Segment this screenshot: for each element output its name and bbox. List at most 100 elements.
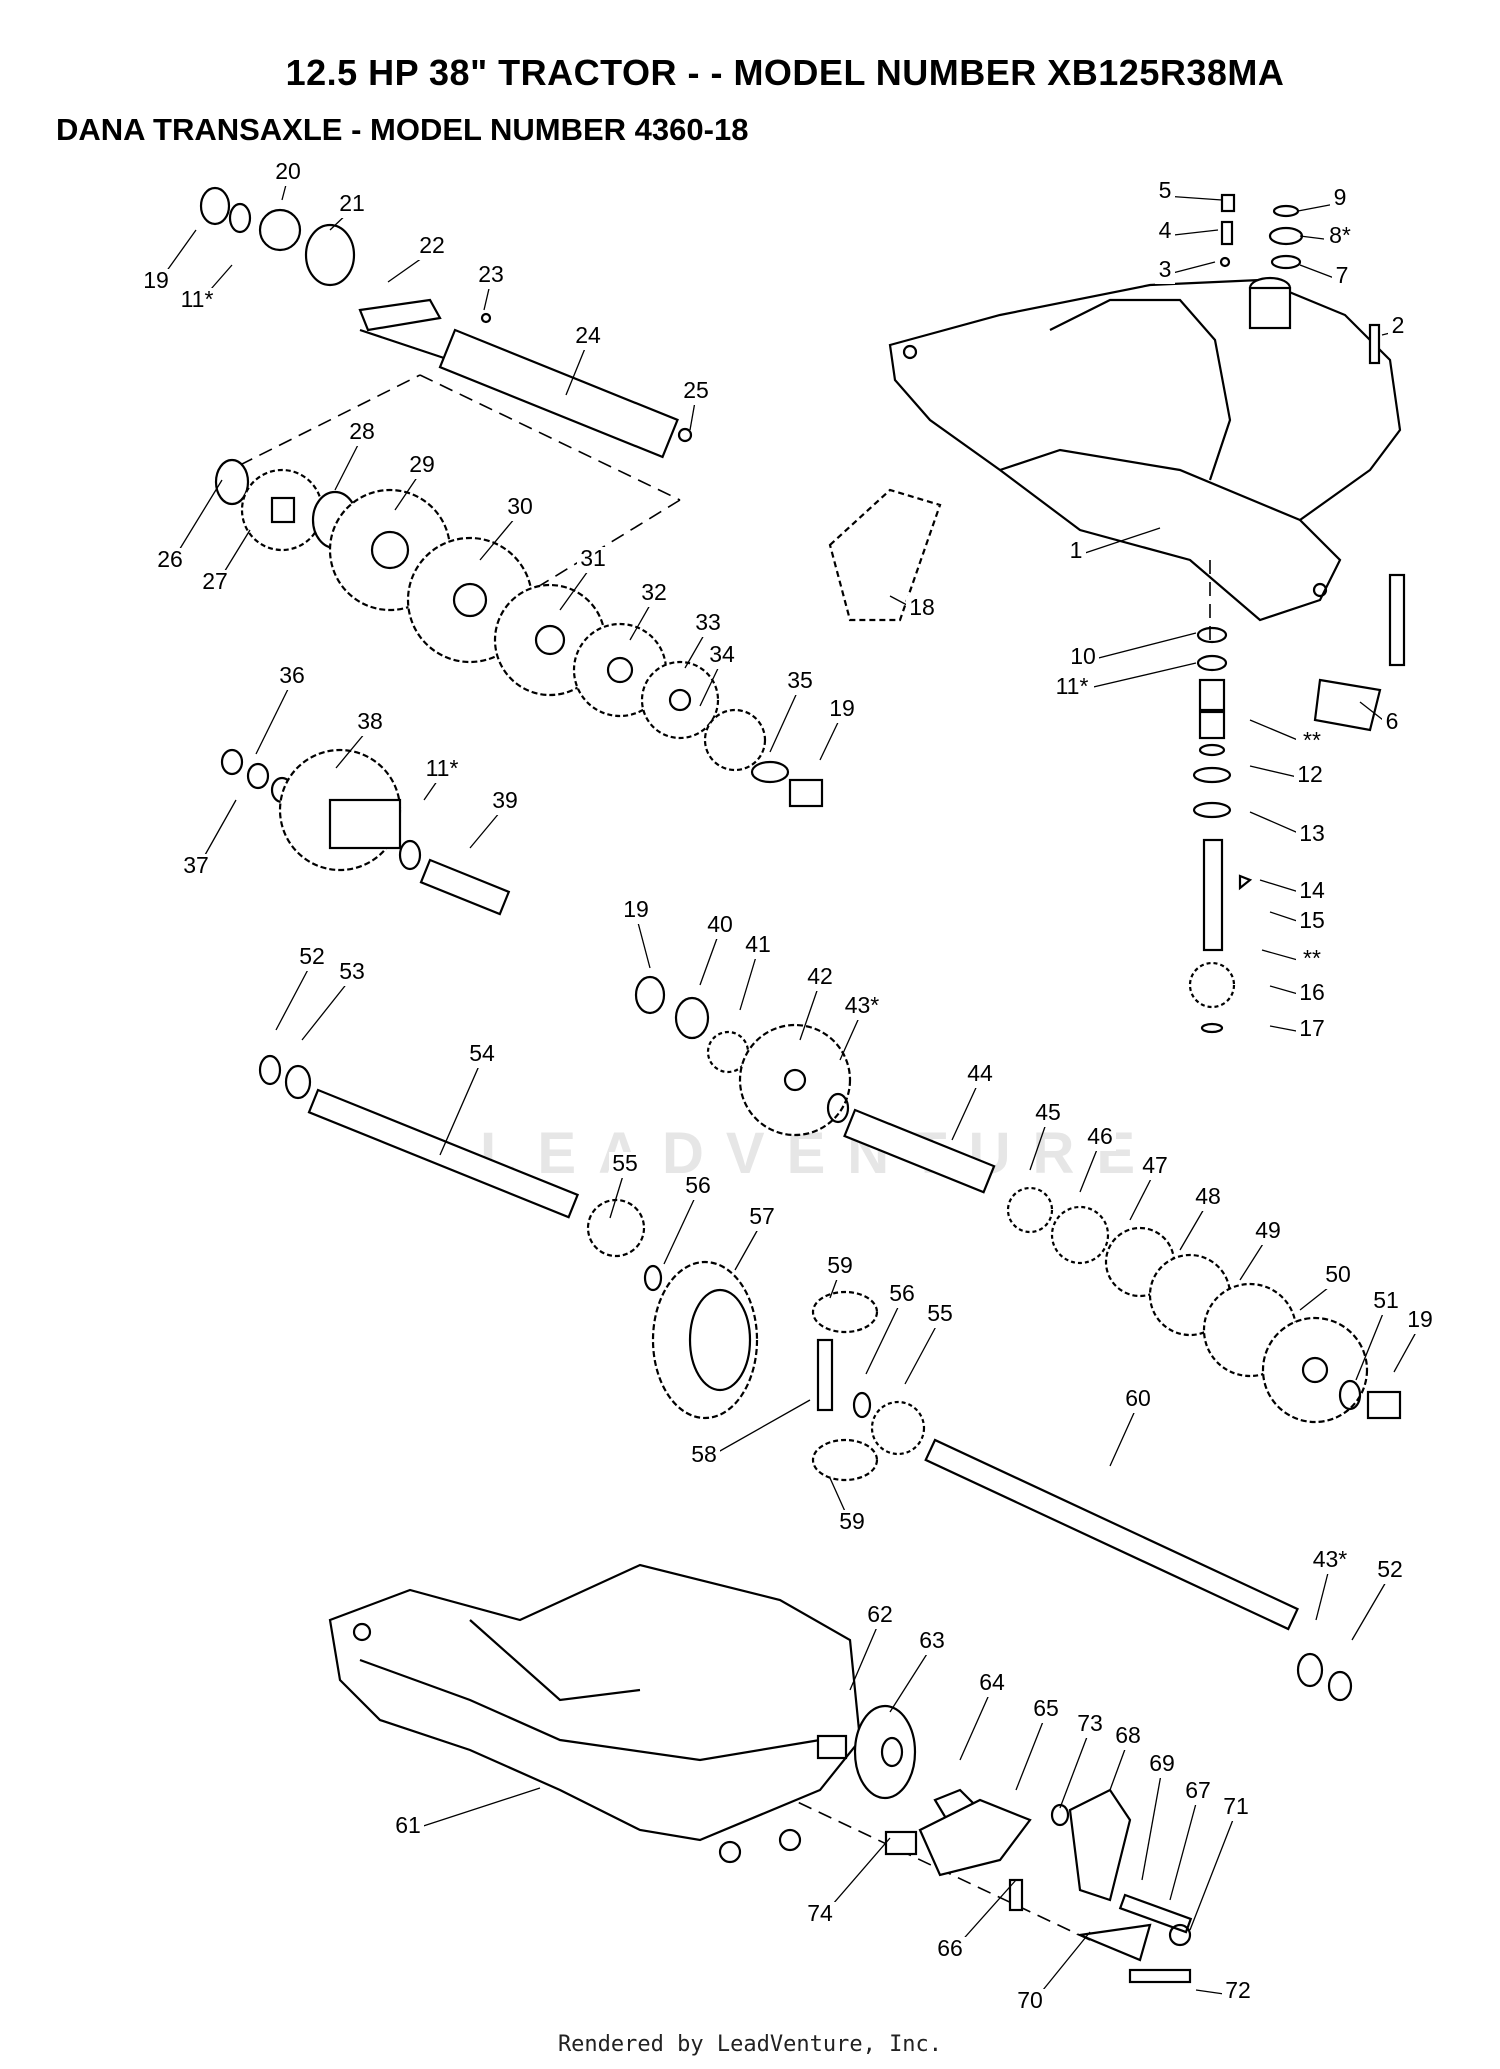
callout-label-bg xyxy=(620,898,652,924)
callout-16: 16 xyxy=(1269,979,1328,1007)
callout-label: 35 xyxy=(787,667,813,693)
callout-leader xyxy=(275,961,313,1031)
callout-label: 60 xyxy=(1125,1385,1151,1411)
callout-label-bg xyxy=(784,669,816,695)
callout-54: 54 xyxy=(439,1040,498,1156)
callout-label-bg xyxy=(1296,822,1328,848)
callout-label-bg xyxy=(1050,675,1094,701)
callout-label: 32 xyxy=(641,579,667,605)
callout-leader xyxy=(1189,1811,1237,1931)
callout-label-bg xyxy=(1330,186,1350,212)
callout-label-bg xyxy=(924,1302,956,1328)
callout-label-bg xyxy=(682,1174,714,1200)
callout-label: 7 xyxy=(1336,262,1349,288)
callout-label-bg xyxy=(392,1814,424,1840)
callout-label-bg xyxy=(1296,909,1328,935)
callout-label: 47 xyxy=(1142,1152,1168,1178)
callout-71: 71 xyxy=(1189,1793,1252,1931)
callout-label: 12 xyxy=(1297,761,1323,787)
callout-leader xyxy=(301,976,353,1041)
callout-label-bg xyxy=(1296,947,1328,973)
callout-39: 39 xyxy=(469,787,521,849)
callout-label-bg xyxy=(1155,258,1175,284)
page-subtitle: DANA TRANSAXLE - MODEL NUMBER 4360-18 xyxy=(56,112,749,147)
callout-35: 35 xyxy=(769,667,816,753)
callout-label-bg xyxy=(1222,1979,1254,2005)
callout-50: 50 xyxy=(1299,1261,1354,1311)
callout-label: 34 xyxy=(709,641,735,667)
callout-leader xyxy=(439,1058,483,1156)
callout-label: 44 xyxy=(967,1060,993,1086)
callout-label: ** xyxy=(1303,945,1321,971)
callout-63: 63 xyxy=(889,1627,948,1713)
callout-label-bg xyxy=(175,288,219,314)
callout-44: 44 xyxy=(951,1060,996,1141)
callout-label: 49 xyxy=(1255,1217,1281,1243)
callout-36: 36 xyxy=(255,662,308,755)
callout-label: 11* xyxy=(426,755,459,781)
callout-label-bg xyxy=(140,269,172,295)
callout-17: 17 xyxy=(1269,1015,1328,1043)
callout-62: 62 xyxy=(849,1601,896,1691)
axle-left xyxy=(258,1054,663,1292)
callout-label: 72 xyxy=(1225,1977,1251,2003)
callout-leader xyxy=(1355,1305,1387,1381)
callout-label: 15 xyxy=(1299,907,1325,933)
callout-6: 6 xyxy=(1359,701,1402,736)
callout-label: 21 xyxy=(339,190,365,216)
callout-starstar: ** xyxy=(1249,719,1328,755)
callout-66: 66 xyxy=(934,1879,1017,1963)
callout-label: 42 xyxy=(807,963,833,989)
callout-10: 10 xyxy=(1067,632,1197,671)
callout-label-bg xyxy=(934,1937,966,1963)
callout-label: 55 xyxy=(612,1150,638,1176)
callout-label-bg xyxy=(1220,1795,1252,1821)
callout-leader xyxy=(1059,1728,1091,1809)
callout-label-bg xyxy=(1296,981,1328,1007)
callout-label: 71 xyxy=(1223,1793,1249,1819)
callout-layer: 12345678*91011*11*11*12131415****1617181… xyxy=(140,158,1436,2015)
callout-label-bg xyxy=(1067,645,1099,671)
callout-label: 52 xyxy=(1377,1556,1403,1582)
callout-label: 37 xyxy=(183,852,209,878)
callout-label: 63 xyxy=(919,1627,945,1653)
callout-label: 53 xyxy=(339,958,365,984)
callout-label: 62 xyxy=(867,1601,893,1627)
callout-label-bg xyxy=(1296,879,1328,905)
callout-label-bg xyxy=(346,420,378,446)
callout-label: 3 xyxy=(1159,256,1172,282)
callout-59: 59 xyxy=(824,1252,856,1299)
callout-11star: 11* xyxy=(175,264,233,314)
callout-53: 53 xyxy=(301,958,368,1041)
callout-31: 31 xyxy=(559,545,609,611)
callout-label-bg xyxy=(336,960,368,986)
callout-label: 39 xyxy=(492,787,518,813)
callout-label-bg xyxy=(906,596,938,622)
callout-label-bg xyxy=(1122,1387,1154,1413)
callout-label: 1 xyxy=(1070,537,1083,563)
callout-52: 52 xyxy=(1351,1556,1406,1641)
callout-label: 6 xyxy=(1386,708,1399,734)
callout-20: 20 xyxy=(272,158,304,201)
callout-label-bg xyxy=(489,789,521,815)
callout-label: 26 xyxy=(157,546,183,572)
callout-label-bg xyxy=(1388,314,1408,340)
rendered-by-footer: Rendered by LeadVenture, Inc. xyxy=(557,2032,943,2057)
callout-label: 11* xyxy=(1056,673,1089,699)
callout-label-bg xyxy=(1084,1125,1116,1151)
callout-label-bg xyxy=(1155,179,1175,205)
callout-27: 27 xyxy=(199,529,251,596)
pinion-group xyxy=(1188,573,1406,1034)
callout-leader xyxy=(904,1318,941,1385)
callout-46: 46 xyxy=(1079,1123,1116,1193)
shaft-24-group xyxy=(199,186,693,459)
callout-label-bg xyxy=(406,453,438,479)
callout-label-bg xyxy=(1066,539,1086,565)
callout-64: 64 xyxy=(959,1669,1008,1761)
gear-row-lower xyxy=(1006,1186,1402,1424)
callout-label: 19 xyxy=(623,896,649,922)
callout-label-bg xyxy=(864,1603,896,1629)
callout-38: 38 xyxy=(335,708,386,769)
callout-5: 5 xyxy=(1155,177,1223,205)
axle-right xyxy=(924,1438,1353,1702)
